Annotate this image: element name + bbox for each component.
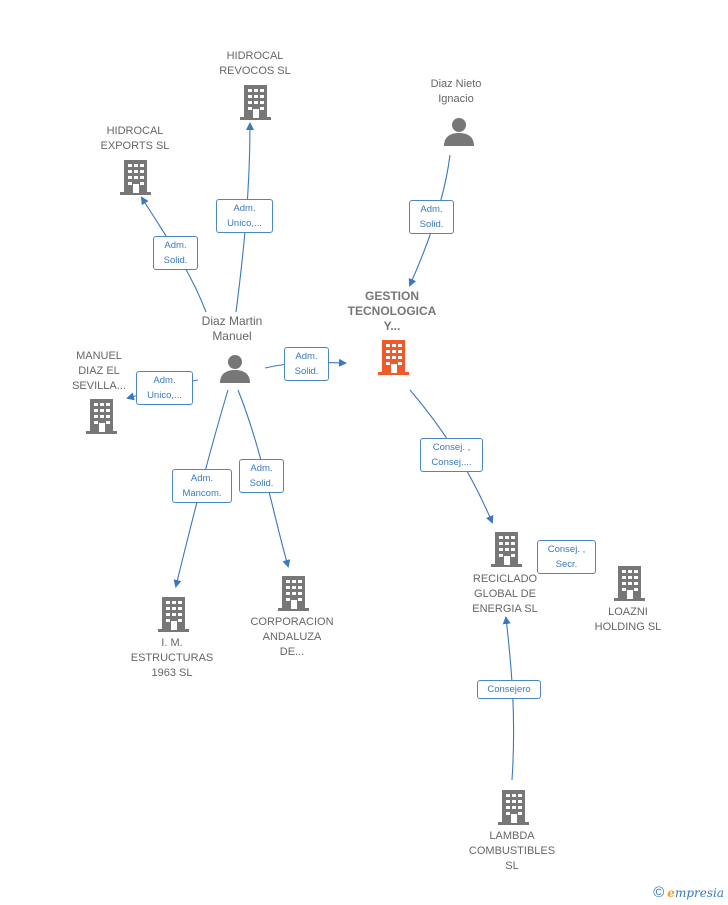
building-icon [491, 532, 522, 567]
building-icon [120, 160, 151, 195]
node-label-hidrocal-revocos: HIDROCAL REVOCOS SL [219, 50, 291, 77]
building-icon [614, 566, 645, 601]
building-icon [158, 597, 189, 632]
edge-label-nieto[interactable]: Adm. Solid. [409, 200, 454, 234]
edge-label-loazni[interactable]: Consej. , Secr. [537, 540, 596, 574]
edge-label-gestion[interactable]: Adm. Solid. [284, 347, 329, 381]
footer-brand[interactable]: ©empresia [653, 884, 724, 901]
copyright-icon: © [653, 884, 665, 901]
node-label-lambda: LAMBDA COMBUSTIBLES SL [468, 830, 556, 872]
edge-label-im[interactable]: Adm. Mancom. [172, 469, 232, 503]
edge-label-lambda[interactable]: Consejero [477, 680, 541, 699]
person-icon [220, 355, 250, 383]
edge-label-exports[interactable]: Adm. Solid. [153, 236, 198, 270]
building-icon [498, 790, 529, 825]
node-label-im-estructuras: I. M. ESTRUCTURAS 1963 SL [130, 637, 214, 679]
person-icon [444, 118, 474, 146]
building-icon [278, 576, 309, 611]
node-label-diaz-martin: Diaz Martin Manuel [201, 314, 263, 343]
edge-label-reciclado[interactable]: Consej. , Consej.... [420, 438, 483, 472]
brand-logo: empresia [667, 886, 724, 900]
focus-building-icon [378, 340, 409, 375]
node-label-reciclado: RECICLADO GLOBAL DE ENERGIA SL [472, 573, 538, 615]
node-label-manuel-diaz: MANUEL DIAZ EL SEVILLA... [72, 350, 126, 392]
edge-line-lambda [502, 616, 515, 781]
edge-label-manuel[interactable]: Adm. Unico,... [136, 371, 193, 405]
node-label-hidrocal-exports: HIDROCAL EXPORTS SL [100, 125, 170, 152]
building-icon [240, 85, 271, 120]
building-icon [86, 399, 117, 434]
node-label-corporacion: CORPORACION ANDALUZA DE... [250, 616, 334, 658]
edge-label-corp[interactable]: Adm. Solid. [239, 459, 284, 493]
node-label-diaz-nieto: Diaz Nieto Ignacio [430, 78, 482, 105]
edge-label-revocos[interactable]: Adm. Unico,... [216, 199, 273, 233]
node-label-loazni: LOAZNI HOLDING SL [594, 606, 662, 633]
node-label-gestion: GESTION TECNOLOGICA Y... [347, 289, 437, 333]
